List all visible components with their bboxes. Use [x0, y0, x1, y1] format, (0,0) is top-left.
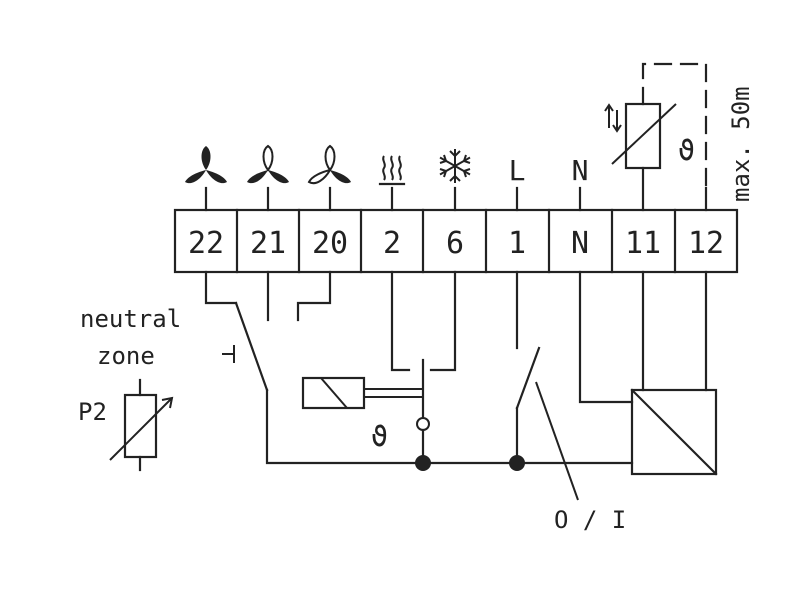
junction-dot — [415, 455, 431, 471]
upper-leads — [204, 166, 708, 212]
fan-high-icon — [185, 146, 227, 184]
neutral-label: N — [572, 154, 589, 187]
on-off-label: O / I — [554, 506, 626, 534]
junction-dot — [509, 455, 525, 471]
thermostat-theta-label: ϑ — [371, 420, 388, 453]
fan-medium-icon — [247, 144, 289, 184]
manual-actuator-icon — [222, 345, 235, 363]
neutral-zone-label-line2: zone — [97, 342, 155, 370]
live-label: L — [509, 154, 526, 187]
neutral-zone-label-line1: neutral — [80, 305, 181, 333]
heating-icon — [378, 155, 406, 186]
terminal-20: 20 — [312, 226, 348, 261]
sensor-theta-label: ϑ — [678, 134, 695, 167]
sensor-cable-dashed — [641, 62, 708, 190]
terminal-22: 22 — [188, 226, 224, 261]
thermostat-pivot — [416, 417, 430, 431]
terminal-12: 12 — [688, 226, 724, 261]
terminal-block: 22 21 20 2 6 1 N 11 12 — [173, 208, 739, 274]
thermostat-actuator — [301, 376, 366, 410]
fan-low-icon — [307, 144, 351, 185]
terminal-11: 11 — [625, 226, 661, 261]
terminal-n: N — [571, 226, 589, 261]
lower-wiring: ϑ O / I — [204, 270, 718, 534]
neutral-zone-p2: neutral zone P2 — [78, 305, 181, 472]
cable-length-note: max. 50m — [727, 86, 755, 202]
bidirectional-arrow-icon — [604, 103, 622, 133]
external-sensor: ϑ max. 50m — [604, 62, 755, 202]
cooling-snowflake-icon — [439, 149, 471, 183]
terminal-21: 21 — [250, 226, 286, 261]
p2-potentiometer — [123, 393, 158, 459]
converter-module — [630, 388, 718, 476]
terminal-6: 6 — [446, 226, 464, 261]
terminal-1: 1 — [508, 226, 526, 261]
p2-label: P2 — [78, 398, 107, 426]
terminal-2: 2 — [383, 226, 401, 261]
